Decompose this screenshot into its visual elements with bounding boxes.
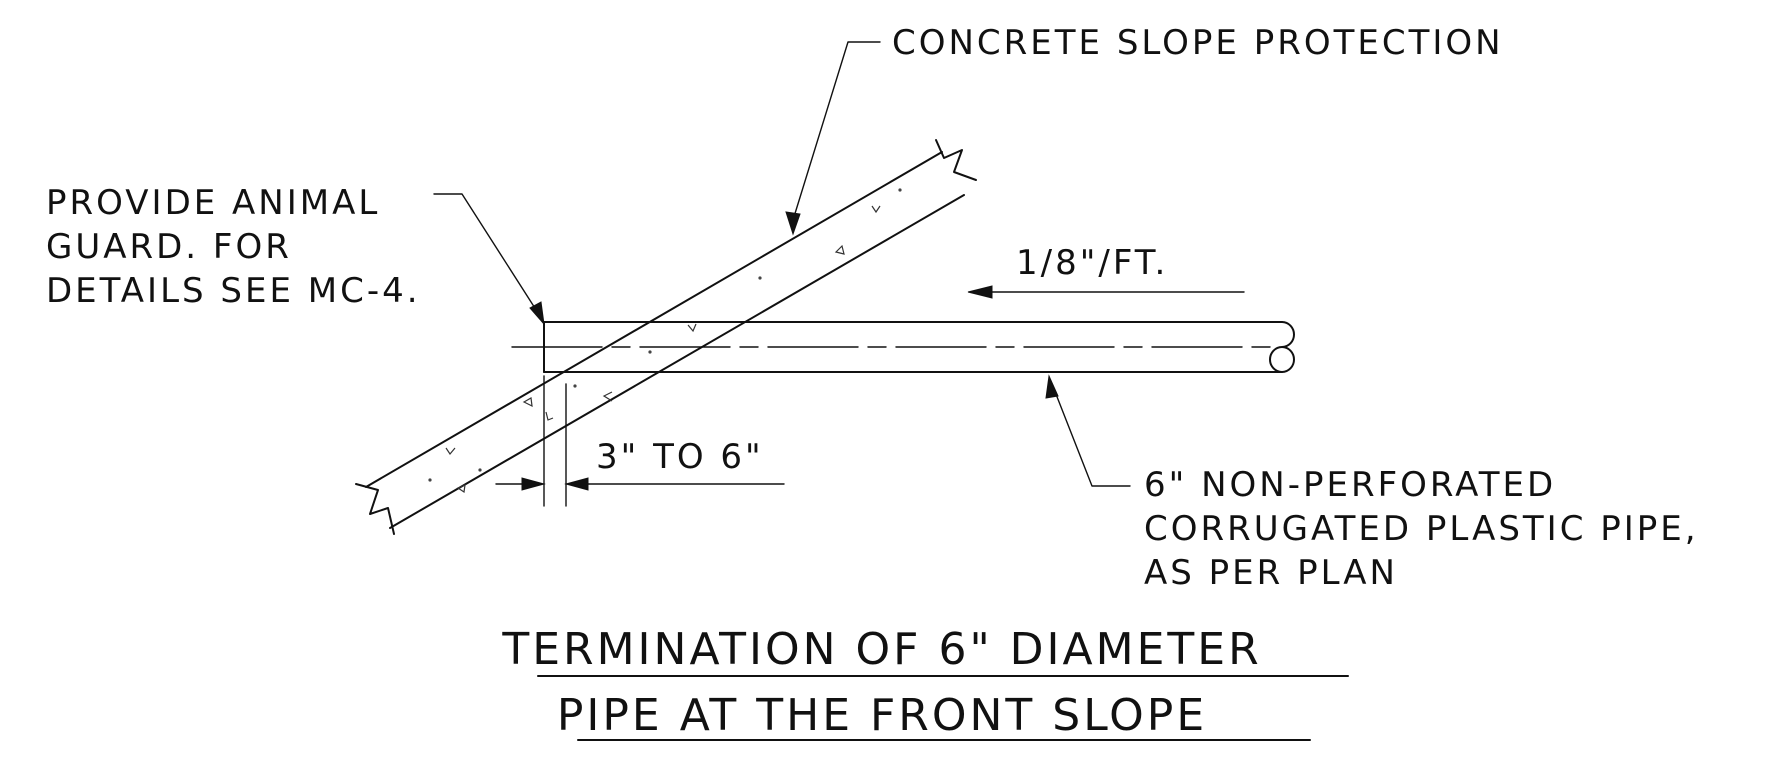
- slab-top-edge: [365, 151, 943, 488]
- slab-bottom-edge: [389, 194, 965, 529]
- drawing-title-line-1: TERMINATION OF 6" DIAMETER: [501, 624, 1261, 675]
- label-concrete-slope-protection: CONCRETE SLOPE PROTECTION: [892, 23, 1504, 63]
- pipe-break-symbol: [1269, 321, 1295, 373]
- dimension-arrowhead-right: [564, 477, 589, 491]
- leader-pipe-spec: [1045, 374, 1131, 487]
- label-pipe-spec-line-2: CORRUGATED PLASTIC PIPE,: [1144, 509, 1699, 549]
- label-animal-guard-line-1: PROVIDE ANIMAL: [46, 183, 380, 223]
- arrowhead-animal-guard: [529, 301, 545, 326]
- slope-direction-arrow: [967, 285, 1245, 299]
- label-pipe-spec-line-1: 6" NON-PERFORATED: [1144, 465, 1556, 505]
- label-slope-rate: 1/8"/FT.: [1016, 243, 1168, 283]
- slab-break-line-upper: [935, 139, 977, 181]
- arrowhead-concrete: [785, 211, 801, 236]
- label-pipe-spec-line-3: AS PER PLAN: [1144, 553, 1398, 593]
- concrete-slope-slab: [355, 139, 977, 535]
- offset-dimension: [495, 375, 785, 507]
- slab-break-line-lower: [355, 483, 395, 535]
- corrugated-plastic-pipe: [511, 321, 1295, 373]
- concrete-aggregate-marks: [428, 188, 902, 494]
- drawing-title-line-2: PIPE AT THE FRONT SLOPE: [557, 690, 1207, 741]
- label-animal-guard-line-3: DETAILS SEE MC-4.: [46, 271, 421, 311]
- arrowhead-slope: [967, 285, 993, 299]
- label-offset-dimension: 3" TO 6": [596, 437, 764, 477]
- arrowhead-pipe-spec: [1045, 374, 1059, 399]
- leader-animal-guard: [433, 193, 545, 326]
- dimension-arrowhead-left: [521, 477, 546, 491]
- label-animal-guard-line-2: GUARD. FOR: [46, 227, 292, 267]
- leader-concrete-slope-protection: [785, 41, 881, 236]
